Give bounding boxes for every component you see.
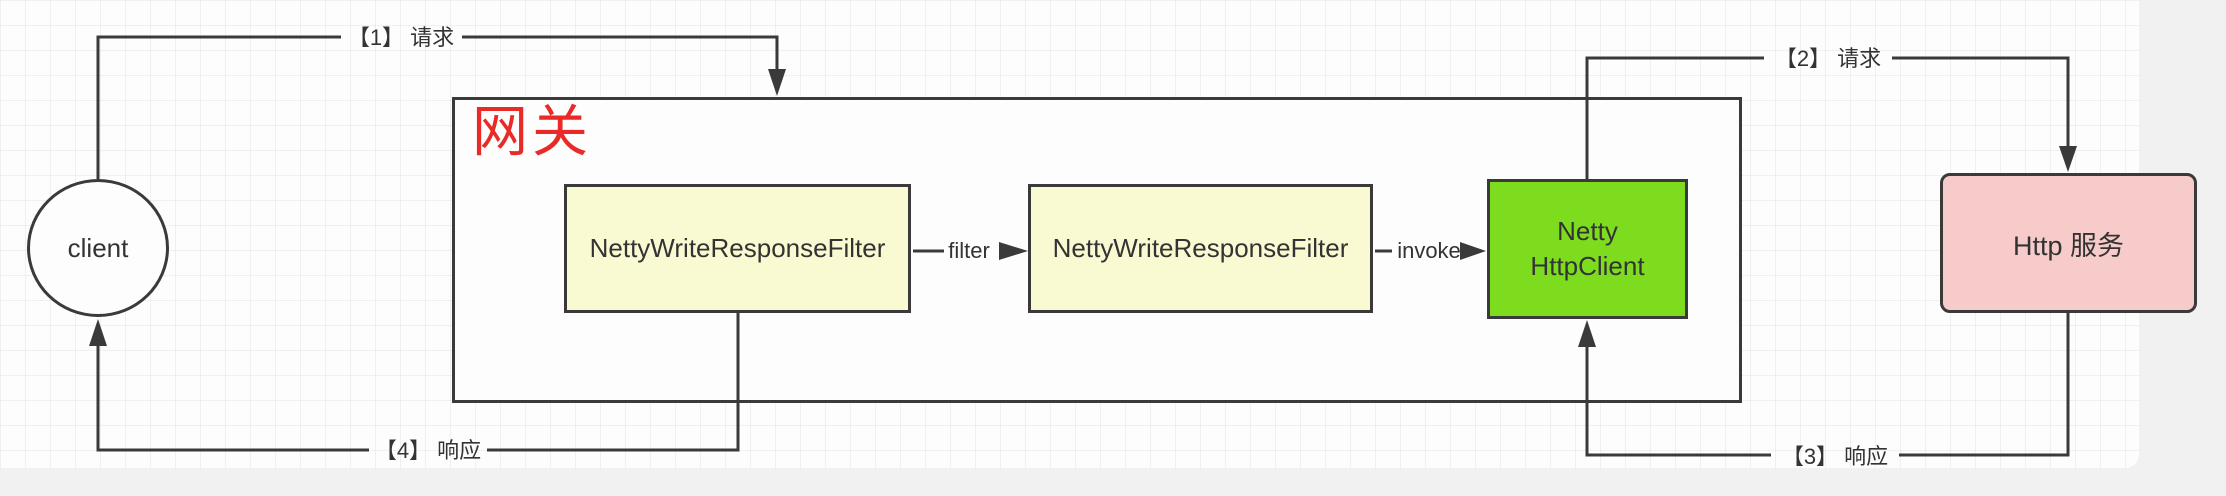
netty-http-client-label-line1: Netty xyxy=(1557,215,1618,246)
edge-label-response-3: 【3】 响应 xyxy=(1781,444,1889,469)
filter-node-1-label: NettyWriteResponseFilter xyxy=(589,233,886,263)
edge-label-request-1: 【1】 请求 xyxy=(347,25,455,50)
client-label: client xyxy=(67,232,129,263)
gateway-title: 网关 xyxy=(472,100,592,163)
client-node: client xyxy=(27,179,169,317)
http-service-label: Http 服务 xyxy=(2012,230,2125,261)
filter-node-2-label: NettyWriteResponseFilter xyxy=(1052,233,1349,263)
edge-label-invoke: invoke xyxy=(1397,238,1461,263)
netty-http-client-label-line2: HttpClient xyxy=(1530,251,1645,281)
http-service-node: Http 服务 xyxy=(1940,173,2197,313)
edge-label-request-2: 【2】 请求 xyxy=(1774,46,1882,71)
filter-node-1: NettyWriteResponseFilter xyxy=(564,184,911,313)
edge-label-filter: filter xyxy=(948,238,990,263)
netty-http-client-node: Netty HttpClient xyxy=(1487,179,1688,319)
edge-label-response-4: 【4】 响应 xyxy=(374,438,482,463)
filter-node-2: NettyWriteResponseFilter xyxy=(1028,184,1373,313)
